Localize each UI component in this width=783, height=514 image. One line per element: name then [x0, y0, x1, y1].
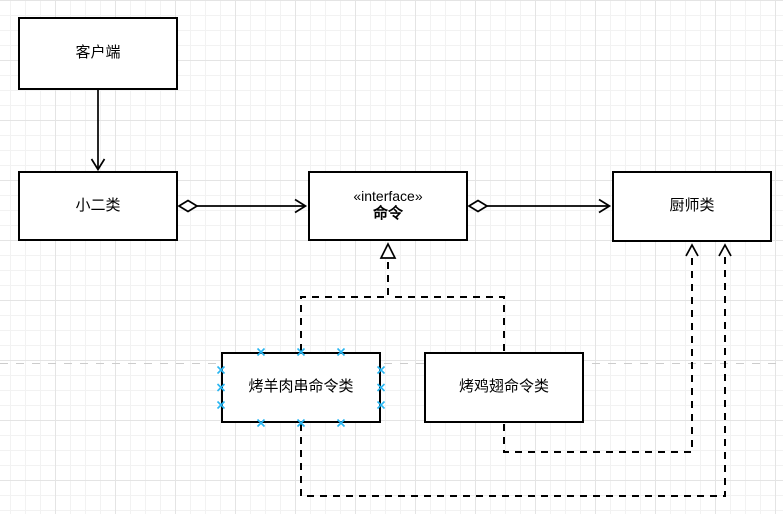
connection-point-icon[interactable] — [216, 400, 226, 410]
node-command-interface[interactable]: «interface» 命令 — [308, 171, 468, 241]
edge-chicken-to-chef-dependency[interactable] — [503, 243, 699, 453]
node-label: 厨师类 — [669, 197, 715, 215]
edge-waiter-to-command-aggregation[interactable] — [177, 198, 308, 214]
edge-command-to-chef-aggregation[interactable] — [467, 198, 612, 214]
open-arrowhead-icon — [90, 158, 106, 172]
node-lamb-skewer-command[interactable]: 烤羊肉串命令类 — [221, 352, 381, 423]
connection-point-icon[interactable] — [376, 400, 386, 410]
open-arrowhead-icon — [685, 243, 699, 257]
connection-points-group — [216, 347, 386, 428]
connection-point-icon[interactable] — [296, 418, 306, 428]
connection-point-icon[interactable] — [376, 383, 386, 392]
node-label: 烤鸡翅命令类 — [458, 378, 549, 396]
open-arrowhead-icon — [598, 198, 612, 214]
connection-point-icon[interactable] — [216, 383, 226, 392]
node-label: 烤羊肉串命令类 — [248, 378, 354, 396]
node-chef[interactable]: 厨师类 — [612, 171, 772, 242]
open-arrowhead-icon — [718, 243, 732, 257]
connection-point-icon[interactable] — [256, 347, 266, 357]
realization-triangle-icon — [379, 242, 397, 259]
connection-point-icon[interactable] — [336, 347, 346, 357]
edge-line[interactable] — [503, 256, 693, 453]
edge-line[interactable] — [300, 256, 726, 497]
connection-point-icon[interactable] — [256, 418, 266, 428]
edge-lamb-to-command-realization[interactable] — [300, 258, 389, 351]
stereotype-label: «interface» — [353, 187, 423, 204]
connection-point-icon[interactable] — [216, 365, 226, 375]
edge-lamb-to-chef-dependency[interactable] — [300, 243, 732, 497]
node-waiter[interactable]: 小二类 — [18, 171, 178, 241]
edge-chicken-to-command-realization[interactable] — [379, 242, 505, 351]
connection-point-icon[interactable] — [376, 365, 386, 375]
node-label: 小二类 — [75, 196, 121, 214]
edge-line[interactable] — [389, 296, 505, 351]
connection-point-icon[interactable] — [336, 418, 346, 428]
edge-client-to-waiter[interactable] — [90, 90, 106, 172]
connection-point-icon[interactable] — [296, 347, 306, 357]
node-label: 命令 — [372, 205, 403, 223]
node-label: 客户端 — [75, 44, 121, 62]
node-chicken-wing-command[interactable]: 烤鸡翅命令类 — [424, 352, 584, 423]
open-arrowhead-icon — [294, 198, 308, 214]
edge-line[interactable] — [300, 258, 389, 351]
node-client[interactable]: 客户端 — [18, 17, 178, 90]
